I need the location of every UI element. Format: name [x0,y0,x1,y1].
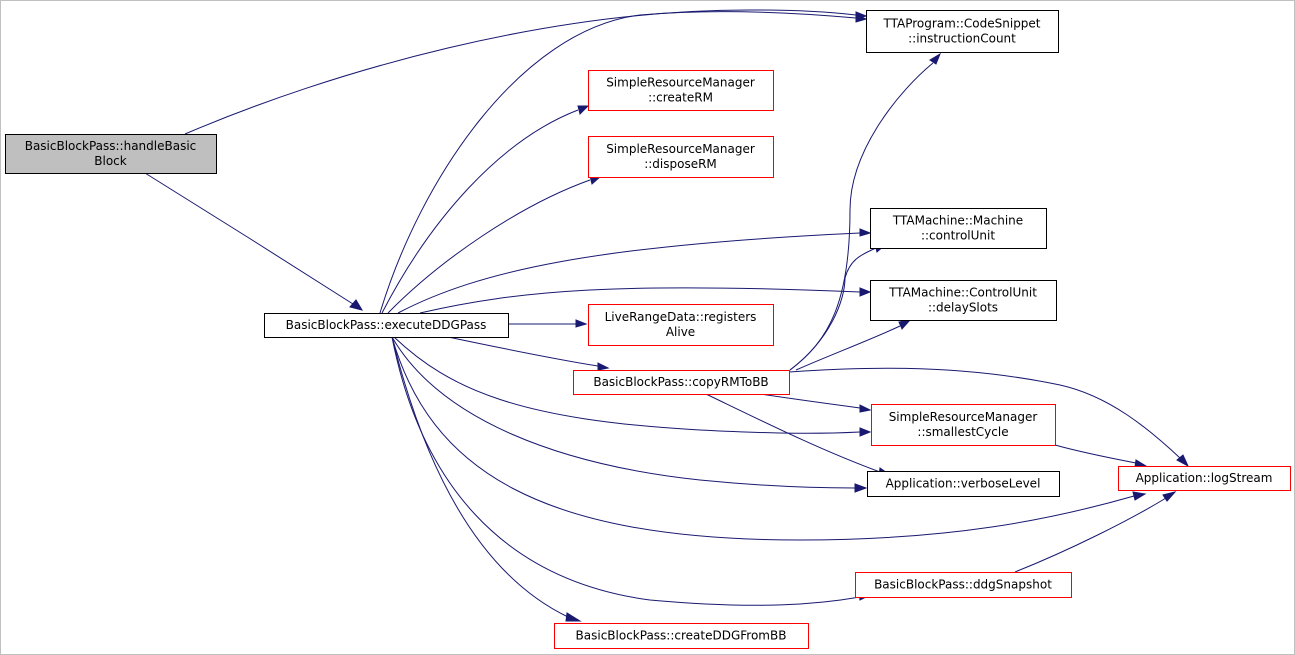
node-smallestCycle[interactable]: SimpleResourceManager::smallestCycle [871,404,1056,446]
node-label-instrCount-1: ::instructionCount [908,32,1016,46]
node-label-handle-0: BasicBlockPass::handleBasic [25,139,197,153]
edge-arrow-copyRM-smallestCycle [859,404,872,413]
node-disposeRM[interactable]: SimpleResourceManager::disposeRM [588,136,774,178]
edge-arrow-execute-controlUnit [859,228,872,237]
node-label-logStream-0: Application::logStream [1136,471,1273,485]
edge-execute-controlUnit [397,232,861,314]
node-box-logStream[interactable] [1118,466,1291,491]
edge-execute-disposeRM [387,179,591,314]
node-label-createRM-1: ::createRM [648,91,713,105]
node-ddgSnapshot[interactable]: BasicBlockPass::ddgSnapshot [855,572,1072,598]
node-createRM[interactable]: SimpleResourceManager::createRM [588,70,774,111]
node-label-smallestCycle-0: SimpleResourceManager [889,410,1038,424]
edge-execute-createRM [381,109,579,314]
node-label-controlUnit-1: ::controlUnit [921,229,995,243]
edge-arrow-copyRM-instrCount [929,52,942,65]
edge-arrow-execute-verbose [854,483,868,493]
node-label-ddgSnapshot-0: BasicBlockPass::ddgSnapshot [874,578,1052,592]
edge-copyRM-smallestCycle [759,393,861,409]
edge-arrow-smallestCycle-logStream [1134,459,1148,468]
edge-arrow-execute-registersAlive [575,319,588,328]
node-label-registersAlive-1: Alive [666,325,695,339]
edge-handle-instrCount [184,9,857,135]
node-box-registersAlive[interactable] [588,304,774,346]
node-box-createDDG[interactable] [554,623,809,649]
node-box-verbose[interactable] [867,471,1060,497]
edge-copyRM-delaySlots [795,325,901,371]
edge-execute-delaySlots [419,287,861,314]
node-execute[interactable]: BasicBlockPass::executeDDGPass [264,313,509,338]
node-verbose[interactable]: Application::verboseLevel [867,471,1060,497]
edge-arrow-copyRM-delaySlots [898,319,912,330]
node-copyRM[interactable]: BasicBlockPass::copyRMToBB [573,370,790,395]
node-label-createRM-0: SimpleResourceManager [606,76,755,90]
node-box-disposeRM[interactable] [588,136,774,178]
edge-copyRM-logStream [788,367,1181,459]
edge-arrow-execute-copyRM [597,362,610,371]
node-label-delaySlots-1: ::delaySlots [928,301,998,315]
node-logStream[interactable]: Application::logStream [1118,466,1291,491]
node-label-execute-0: BasicBlockPass::executeDDGPass [286,318,487,332]
edge-arrow-execute-logStream [1132,491,1147,501]
node-label-disposeRM-0: SimpleResourceManager [606,142,755,156]
edge-arrow-execute-createRM [577,105,590,115]
node-box-copyRM[interactable] [573,370,790,395]
edge-ddgSnapshot-logStream [1014,497,1167,573]
edge-execute-instrCount [379,11,857,314]
edge-copyRM-verbose [705,393,881,473]
edge-handle-execute [144,172,354,305]
node-label-controlUnit-0: TTAMachine::Machine [892,214,1023,228]
edge-arrow-execute-smallestCycle [859,427,872,437]
edge-arrow-copyRM-logStream [1176,454,1190,468]
edge-arrow-execute-instrCount [855,14,868,23]
node-box-delaySlots[interactable] [870,280,1057,321]
node-label-registersAlive-0: LiveRangeData::registers [605,310,757,324]
node-box-smallestCycle[interactable] [871,404,1056,446]
node-delaySlots[interactable]: TTAMachine::ControlUnit::delaySlots [870,280,1057,321]
edge-execute-ddgSnapshot [391,336,861,606]
node-label-createDDG-0: BasicBlockPass::createDDGFromBB [576,629,787,643]
node-controlUnit[interactable]: TTAMachine::Machine::controlUnit [870,208,1047,249]
node-box-execute[interactable] [264,313,509,338]
node-instrCount[interactable]: TTAProgram::CodeSnippet::instructionCoun… [866,10,1059,53]
edges-layer [144,9,1190,622]
edge-execute-copyRM [447,336,599,367]
edge-copyRM-controlUnit [789,247,877,371]
edge-execute-logStream [391,336,1135,541]
node-label-smallestCycle-1: ::smallestCycle [917,425,1008,439]
node-label-instrCount-0: TTAProgram::CodeSnippet [882,17,1040,31]
node-label-delaySlots-0: TTAMachine::ControlUnit [888,286,1037,300]
nodes-layer: BasicBlockPass::handleBasicBlockBasicBlo… [5,10,1291,649]
node-label-handle-1: Block [94,154,127,168]
node-label-verbose-0: Application::verboseLevel [886,477,1041,491]
node-label-disposeRM-1: ::disposeRM [644,157,717,171]
edge-arrow-handle-execute [349,299,364,311]
node-box-createRM[interactable] [588,70,774,111]
edge-execute-smallestCycle [393,336,861,434]
edge-execute-verbose [391,336,856,489]
edge-arrow-execute-createDDG [565,612,582,622]
edge-arrow-ddgSnapshot-logStream [1162,491,1177,502]
node-label-copyRM-0: BasicBlockPass::copyRMToBB [593,375,768,389]
node-createDDG[interactable]: BasicBlockPass::createDDGFromBB [554,623,809,649]
edge-smallestCycle-logStream [1054,444,1137,464]
edge-execute-createDDG [391,336,569,618]
node-box-instrCount[interactable] [866,10,1059,53]
edge-arrow-execute-delaySlots [859,287,872,297]
node-box-ddgSnapshot[interactable] [855,572,1072,598]
node-box-handle[interactable] [5,134,217,174]
node-box-controlUnit[interactable] [870,208,1047,249]
